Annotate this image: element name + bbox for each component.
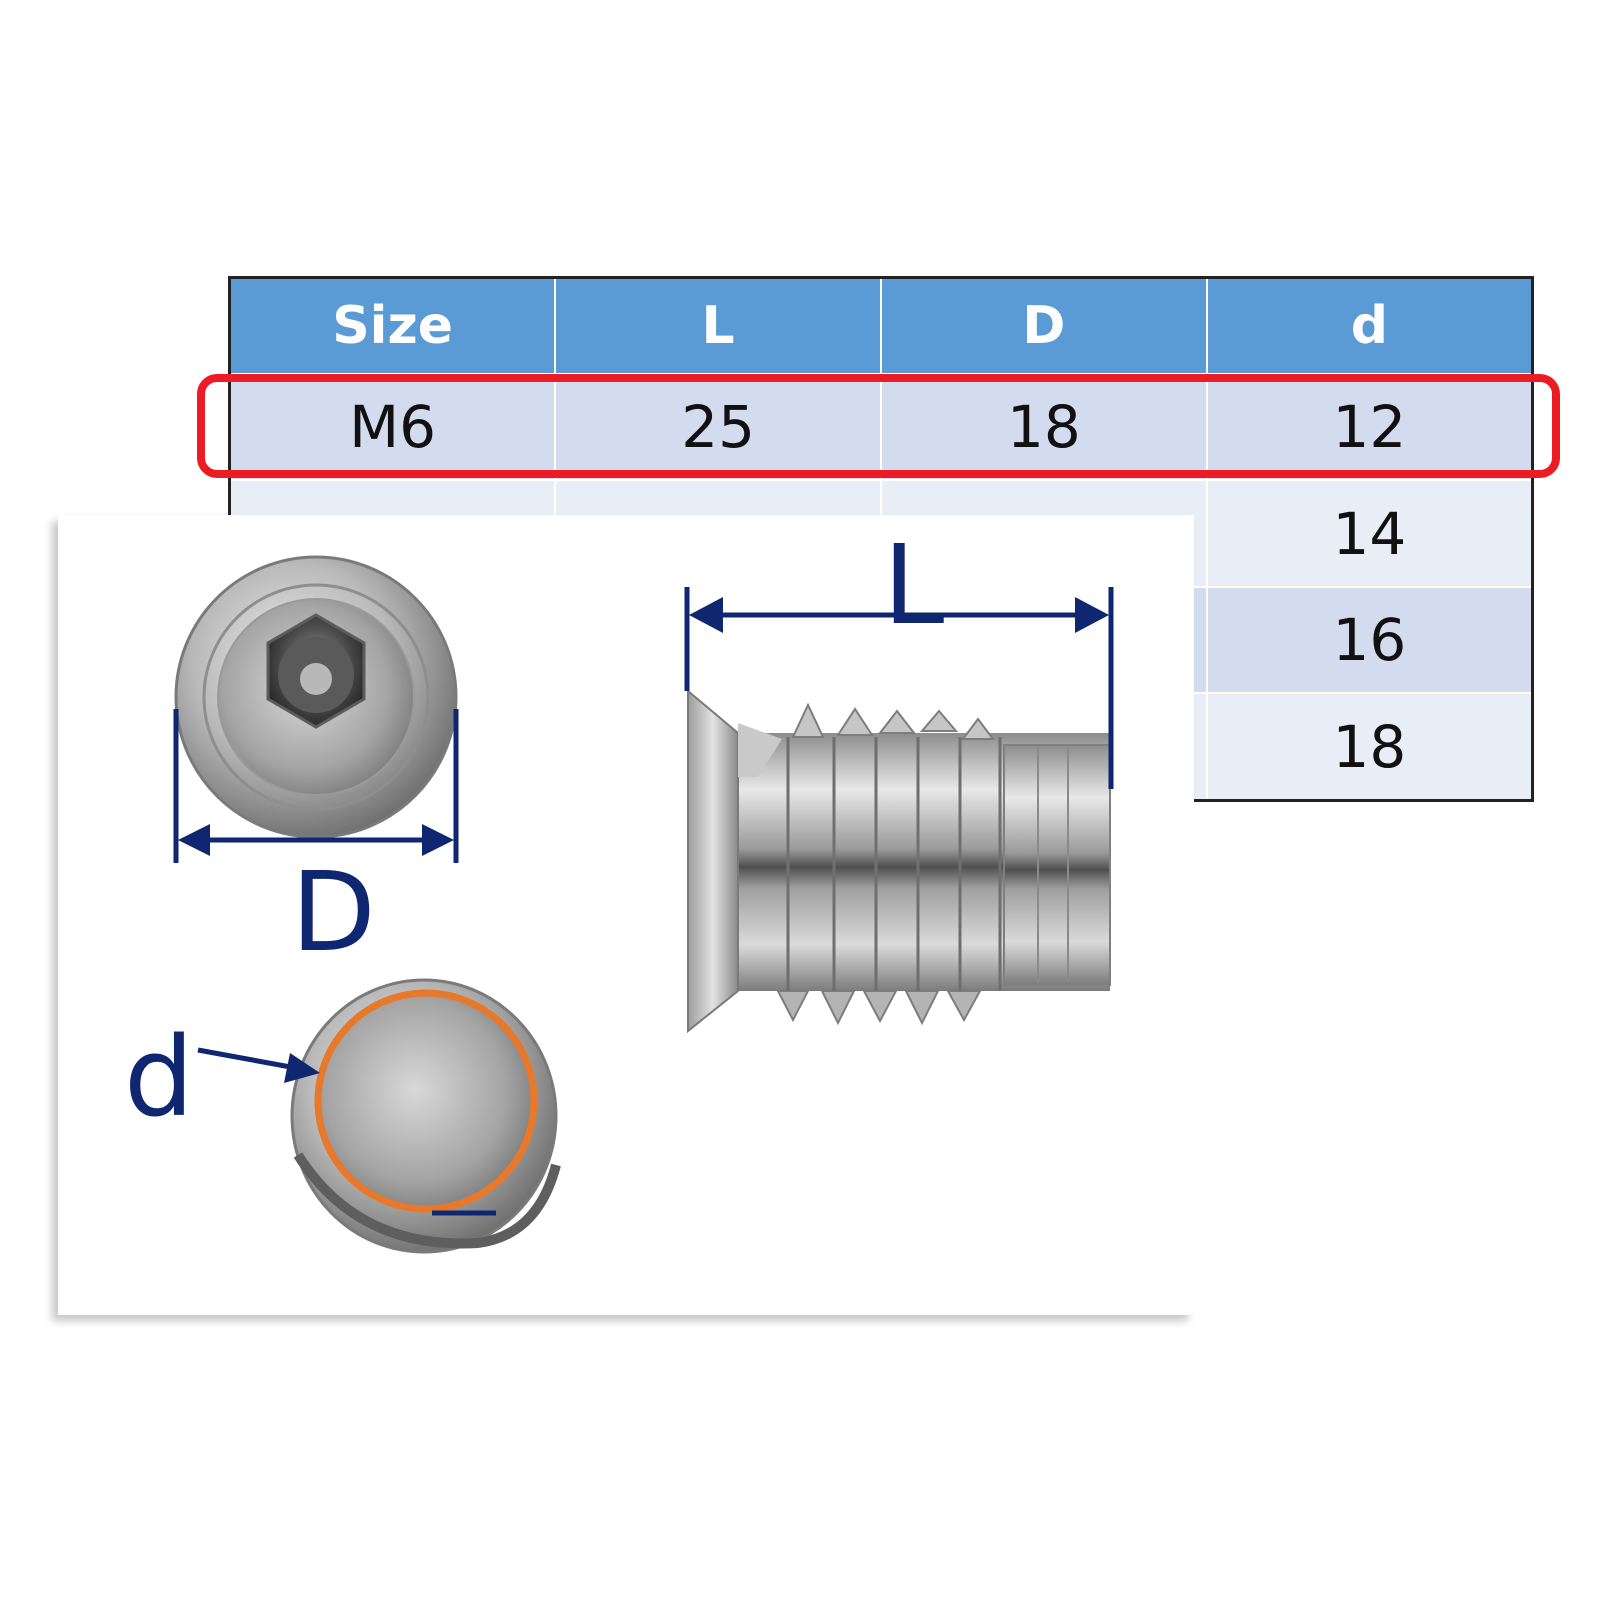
table-row: M6 25 18 12 bbox=[229, 374, 1533, 482]
cell-outer-diameter: 18 bbox=[880, 374, 1207, 482]
length-label: L bbox=[883, 521, 945, 649]
product-illustration bbox=[173, 555, 1114, 1254]
inner-diameter-ring bbox=[314, 989, 538, 1213]
header-outer-diameter: D bbox=[880, 277, 1207, 375]
length-dimension bbox=[684, 587, 1114, 789]
top-view-insert bbox=[174, 555, 458, 839]
cell-inner-diameter: 12 bbox=[1205, 374, 1533, 482]
cell-length: 25 bbox=[554, 374, 881, 482]
cell-inner-diameter: 16 bbox=[1205, 586, 1533, 695]
side-view-insert bbox=[687, 688, 1111, 1034]
photo-panel: L D d bbox=[58, 515, 1194, 1315]
inner-diameter-pointer bbox=[197, 1047, 320, 1083]
outer-diameter-label: D bbox=[291, 848, 376, 976]
cell-inner-diameter: 14 bbox=[1205, 480, 1533, 588]
header-inner-diameter: d bbox=[1205, 277, 1533, 375]
bottom-view-insert bbox=[290, 978, 561, 1254]
highlight-box bbox=[197, 374, 1560, 478]
header-size: Size bbox=[229, 277, 556, 375]
header-length: L bbox=[554, 277, 881, 375]
table-header-row: Size L D d bbox=[229, 277, 1533, 375]
inner-diameter-label: d bbox=[124, 1013, 194, 1141]
cell-size: M6 bbox=[229, 374, 556, 482]
cell-inner-diameter: 18 bbox=[1205, 693, 1533, 802]
outer-diameter-dimension bbox=[173, 709, 459, 863]
